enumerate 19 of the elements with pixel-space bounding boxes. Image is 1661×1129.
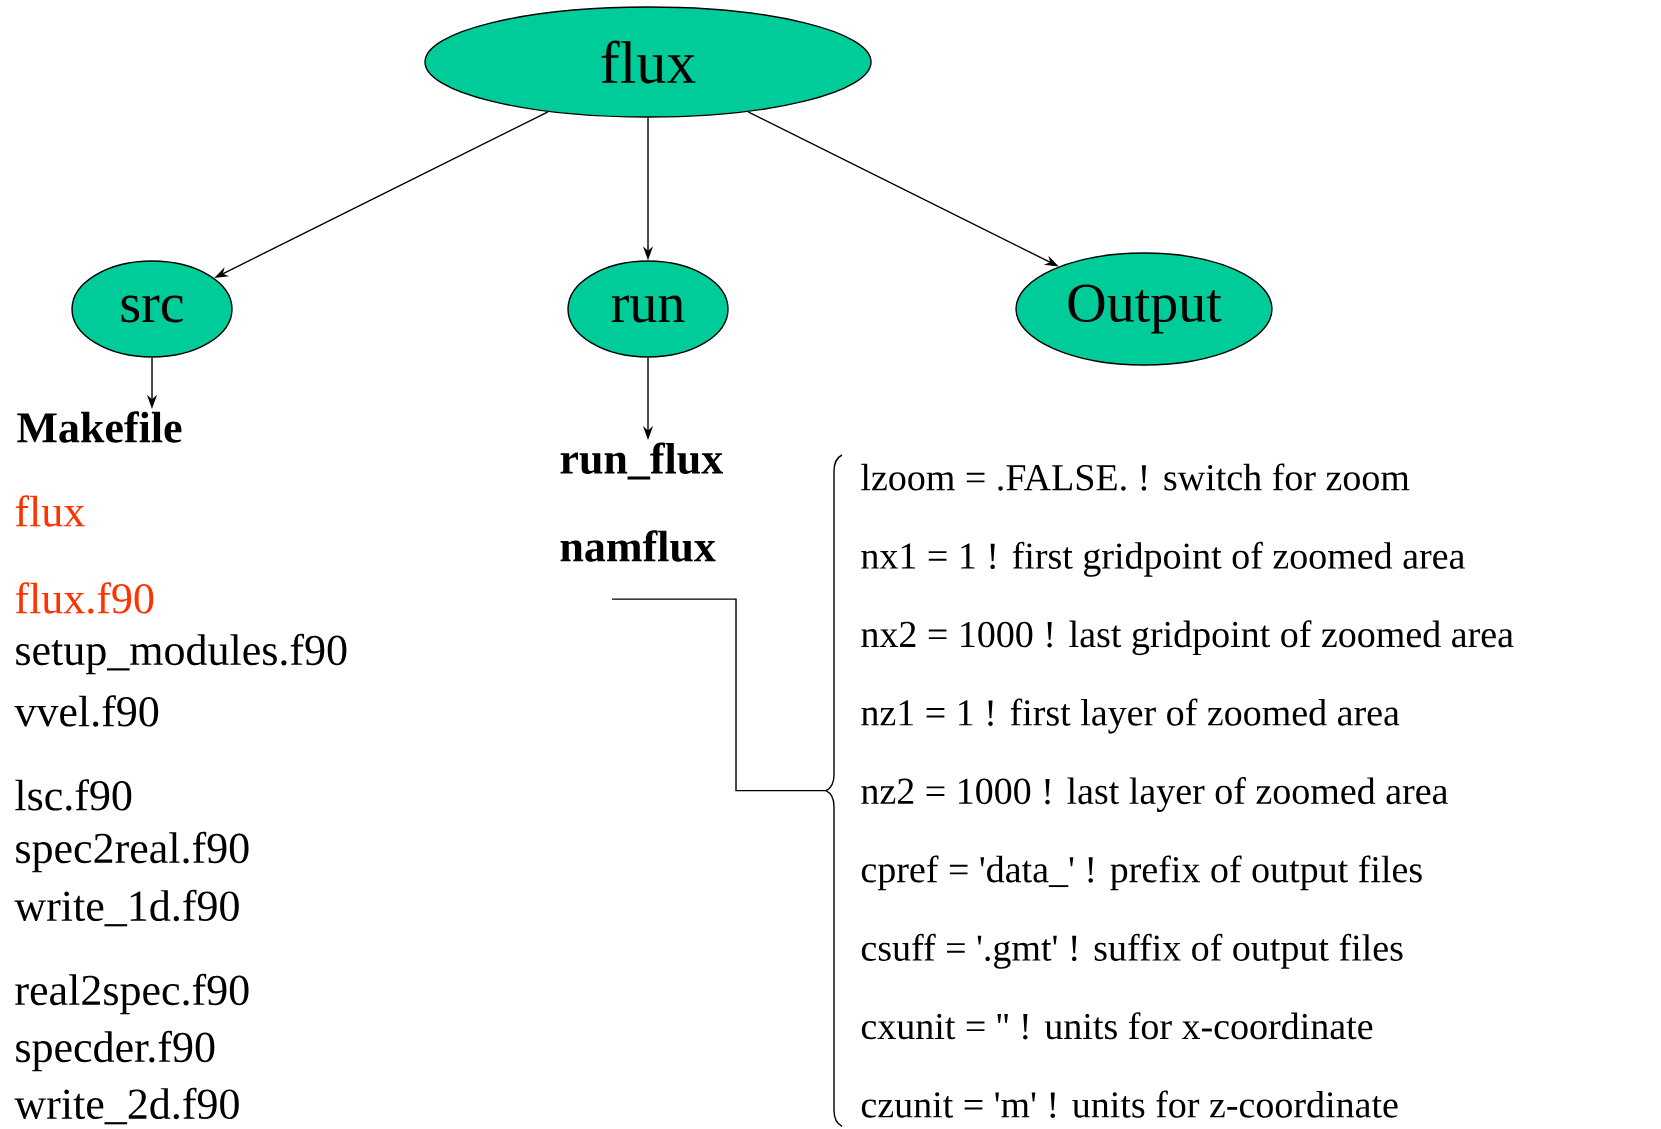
file-name: vvel.f90 — [14, 695, 159, 727]
file-name: flux — [15, 495, 85, 527]
ellipse-node: run — [567, 260, 729, 358]
file-name: spec2real.f90 — [16, 831, 249, 873]
ellipse-node: flux — [424, 6, 872, 118]
connector-line — [611, 598, 827, 792]
file-name: real2spec.f90 — [15, 973, 249, 1015]
file-name: write_1d.f90 — [14, 889, 239, 927]
code-block: lzoom = .FALSE. ! switch for zoom nx1 = 1 ! first gridpoint of zoomed area nx2 = 1000 ! last gridpoint of zoomed area nz1 = 1 ! first layer of zoomed area nz2 = 1000 ! last layer of zoomed area cpref = 'data_' ! prefix of output files csuff = '.gmt' ! suffix of output files cxunit = '' ! units for x-coordinate czunit = 'm' ! units for z-coordinate — [825, 454, 1514, 1127]
file-name: setup_modules.f90 — [16, 633, 347, 675]
ellipse-node: Output — [1015, 252, 1273, 366]
file-label: Makefile — [17, 411, 182, 443]
file-label: namflux — [560, 530, 716, 562]
file-label: run_flux — [560, 442, 723, 480]
file-name: specder.f90 — [16, 1030, 215, 1072]
file-name: write_2d.f90 — [14, 1087, 239, 1125]
ellipse-node: src — [71, 260, 233, 358]
file-name: lsc.f90 — [15, 779, 132, 811]
file-name: flux.f90 — [15, 582, 154, 614]
